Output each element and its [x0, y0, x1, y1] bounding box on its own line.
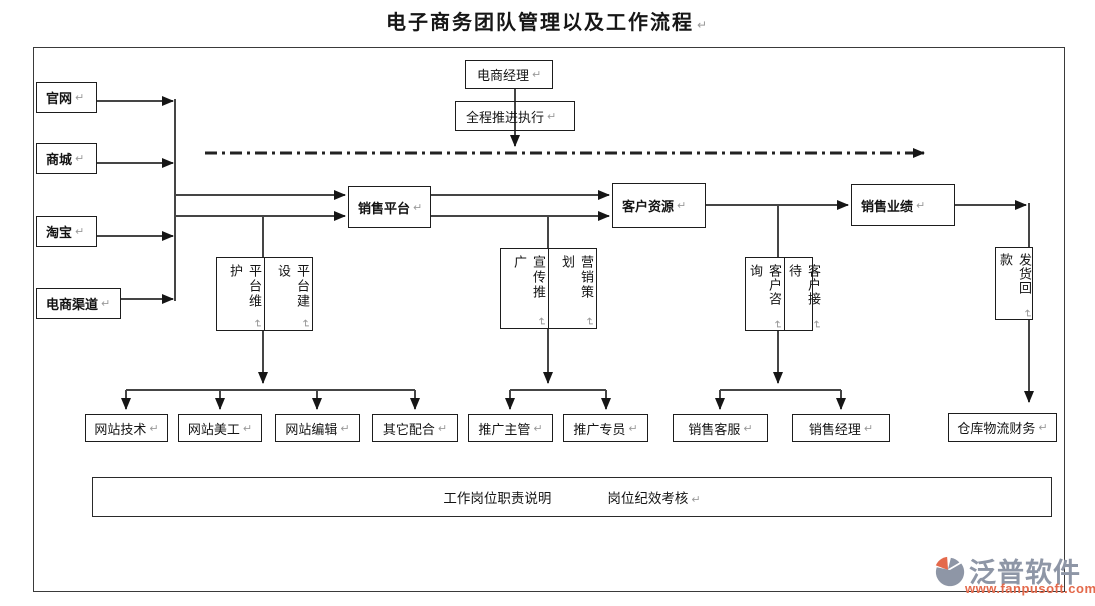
- footer-note: 工作岗位职责说明 岗位纪效考核↵: [92, 477, 1052, 517]
- node-promotion-specialist: 推广专员↵: [563, 414, 648, 442]
- return-mark: ↵: [628, 422, 638, 435]
- node-sales-platform: 销售平台↵: [348, 186, 431, 228]
- return-mark: ↵: [535, 316, 547, 328]
- footer-duty-label: 工作岗位职责说明: [443, 491, 552, 506]
- return-mark: ↵: [533, 422, 543, 435]
- return-mark: ↵: [75, 226, 85, 238]
- node-label: 客户接待: [787, 264, 821, 306]
- node-label: 淘宝: [46, 225, 73, 240]
- return-mark: ↵: [696, 18, 710, 32]
- node-shipping-payment-cell: 发货回款 ↵: [996, 248, 1034, 319]
- return-mark: ↵: [547, 110, 557, 123]
- node-full-process-execution: 全程推进执行↵: [455, 101, 575, 131]
- return-mark: ↵: [251, 318, 263, 330]
- return-mark: ↵: [242, 422, 253, 435]
- watermark-brand: 泛普软件: [969, 558, 1081, 588]
- node-shipping-payment: 发货回款 ↵: [995, 247, 1033, 320]
- return-mark: ↵: [1038, 422, 1048, 434]
- node-label: 发货回款: [998, 253, 1032, 295]
- node-platform-maintenance-construction: 平台维护 ↵ 平台建设 ↵: [216, 257, 313, 331]
- node-label: 网站技术: [94, 421, 147, 437]
- node-official-website: 官网↵: [36, 82, 97, 113]
- node-label: 平台建设: [276, 264, 310, 309]
- node-label: 电商经理: [477, 68, 530, 83]
- node-label: 销售平台: [358, 200, 411, 216]
- node-customer-consulting: 客户咨询 ↵: [746, 258, 784, 330]
- footer-assessment-label: 岗位纪效考核↵: [607, 491, 701, 506]
- node-customer-reception: 客户接待 ↵: [784, 258, 823, 330]
- return-mark: ↵: [677, 200, 687, 212]
- node-customer-consult-reception: 客户咨询 ↵ 客户接待 ↵: [745, 257, 822, 331]
- node-label: 客户资源: [622, 199, 675, 214]
- node-website-editor: 网站编辑↵: [275, 414, 360, 442]
- node-label: 官网: [46, 91, 73, 106]
- node-label: 客户咨询: [748, 264, 782, 306]
- return-mark: ↵: [437, 422, 448, 435]
- node-website-design: 网站美工↵: [178, 414, 262, 442]
- return-mark: ↵: [916, 199, 926, 212]
- node-ecommerce-channel: 电商渠道↵: [36, 288, 121, 319]
- node-label: 全程推进执行: [466, 109, 545, 125]
- node-sales-manager: 销售经理↵: [792, 414, 890, 442]
- node-label: 营销策划: [560, 255, 594, 300]
- node-taobao: 淘宝↵: [36, 216, 97, 247]
- page-title: 电子商务团队管理以及工作流程↵: [0, 6, 1095, 35]
- node-promotion-supervisor: 推广主管↵: [468, 414, 553, 442]
- node-website-technology: 网站技术↵: [85, 414, 168, 442]
- node-label: 其它配合: [382, 421, 435, 437]
- return-mark: ↵: [1021, 308, 1033, 319]
- node-promotion-marketing: 宣传推广 ↵ 营销策划 ↵: [500, 248, 597, 329]
- node-label: 销售业绩: [861, 198, 914, 214]
- node-label: 销售经理: [808, 421, 861, 437]
- node-label: 电商渠道: [46, 297, 99, 312]
- return-mark: ↵: [101, 298, 111, 310]
- node-sales-customer-service: 销售客服↵: [673, 414, 768, 442]
- node-label: 仓库物流财务: [957, 421, 1036, 436]
- node-customer-resources: 客户资源↵: [612, 183, 706, 228]
- diagram-border: [33, 47, 1065, 592]
- page-title-text: 电子商务团队管理以及工作流程: [385, 12, 694, 34]
- node-label: 平台维护: [228, 264, 262, 309]
- return-mark: ↵: [863, 422, 874, 435]
- node-warehouse-logistics-finance: 仓库物流财务↵: [948, 413, 1057, 442]
- node-label: 宣传推广: [512, 255, 546, 300]
- node-mall: 商城↵: [36, 143, 97, 174]
- watermark: 泛普软件: [933, 551, 1081, 590]
- return-mark: ↵: [149, 422, 159, 435]
- return-mark: ↵: [75, 92, 85, 104]
- node-label: 推广主管: [478, 421, 531, 437]
- node-sales-performance: 销售业绩↵: [851, 184, 955, 226]
- return-mark: ↵: [75, 153, 85, 165]
- return-mark: ↵: [413, 201, 423, 214]
- return-mark: ↵: [810, 319, 822, 330]
- return-mark: ↵: [583, 316, 595, 328]
- node-platform-maintenance: 平台维护 ↵: [217, 258, 264, 330]
- fanpu-logo-icon: [935, 556, 965, 586]
- node-label: 推广专员: [573, 421, 626, 437]
- node-other-cooperation: 其它配合↵: [372, 414, 458, 442]
- return-mark: ↵: [299, 318, 311, 330]
- node-publicity-promotion: 宣传推广 ↵: [501, 249, 548, 328]
- node-label: 网站编辑: [285, 421, 338, 437]
- return-mark: ↵: [532, 69, 542, 81]
- node-ecommerce-manager: 电商经理↵: [465, 60, 553, 89]
- return-mark: ↵: [340, 422, 350, 435]
- node-platform-construction: 平台建设 ↵: [264, 258, 312, 330]
- return-mark: ↵: [691, 494, 701, 506]
- node-label: 网站美工: [187, 421, 240, 437]
- node-label: 销售客服: [688, 421, 741, 437]
- node-label: 商城: [46, 152, 73, 167]
- return-mark: ↵: [743, 422, 753, 435]
- watermark-url: www.fanpusoft.com: [965, 581, 1095, 596]
- return-mark: ↵: [771, 319, 783, 330]
- node-marketing-planning: 营销策划 ↵: [548, 249, 596, 328]
